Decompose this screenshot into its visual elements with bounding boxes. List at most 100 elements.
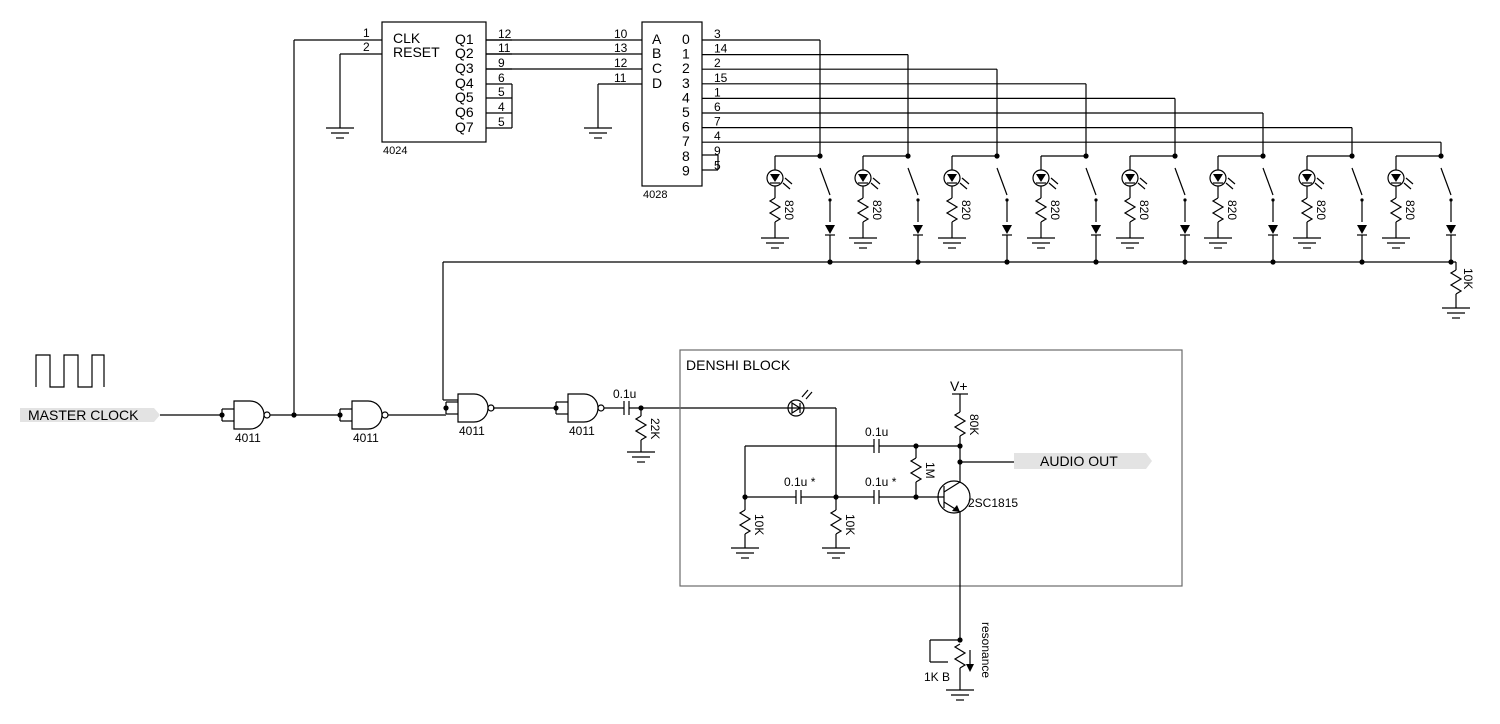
decoder-output-label: 6: [682, 119, 690, 135]
led-icon: [766, 169, 793, 190]
counter-reset-label: RESET: [393, 44, 440, 60]
led-resistor: [945, 197, 959, 223]
counter-output-label: Q3: [455, 60, 474, 76]
decoder-input-label: A: [652, 31, 662, 47]
ground-icon: [761, 237, 789, 249]
step-switch-icon: [1085, 167, 1098, 222]
nand-gate-icon: 4011: [337, 400, 389, 445]
ground-icon: [1382, 237, 1410, 249]
decoder-output-label: 0: [682, 31, 690, 47]
master-clock-label: MASTER CLOCK: [28, 407, 139, 423]
step-switch-icon: [1351, 167, 1364, 222]
led-icon: [854, 169, 881, 190]
nand-gate-icon: 4011: [443, 393, 495, 438]
ground-icon: [849, 237, 877, 249]
decoder-output-pin: 2: [714, 56, 721, 70]
counter-output-label: Q4: [455, 75, 474, 91]
ground-icon: [326, 127, 354, 139]
led-icon: [943, 169, 970, 190]
decoder-output-pin: 15: [714, 71, 728, 85]
decoder-output-pin: 3: [714, 27, 721, 41]
ground-icon: [1027, 237, 1055, 249]
counter-part: 4024: [383, 145, 407, 157]
ground-icon: [822, 547, 850, 559]
diode-icon: [1446, 225, 1456, 236]
led-icon: [787, 389, 813, 417]
transistor-icon: [937, 480, 971, 514]
diode-icon: [913, 225, 923, 236]
diode-icon: [1268, 225, 1278, 236]
step-switch-icon: [1440, 167, 1453, 222]
transistor-label: 2SC1815: [968, 496, 1018, 510]
counter-output-label: Q1: [455, 31, 474, 47]
counter-output-pin: 4: [498, 100, 505, 114]
resonance-pot: 1K B resonance: [924, 622, 993, 701]
led-icon: [1387, 169, 1414, 190]
step-channel: 820: [702, 97, 1190, 265]
decoder-input-pin: 11: [614, 71, 627, 85]
step-channel: 820: [702, 126, 1367, 265]
feedback-resistor-label: 1M: [923, 462, 937, 479]
diode-icon: [1091, 225, 1101, 236]
led-icon: [1032, 169, 1059, 190]
counter-output-pin: 5: [498, 85, 505, 99]
counter-output-label: Q7: [455, 119, 474, 135]
audio-out-label: AUDIO OUT: [1040, 453, 1118, 469]
denshi-block: DENSHI BLOCK V+ 80K AUDIO OUT 0.1u: [679, 349, 1183, 640]
counter-output-label: Q2: [455, 45, 474, 61]
counter-output-pin: 5: [498, 115, 505, 129]
mid-resistor-label: 10K: [843, 514, 857, 535]
decoder-output-label: 9: [682, 162, 690, 178]
step-switch-icon: [1174, 167, 1187, 222]
led-resistor: [768, 197, 782, 223]
nand-gate-icon: 4011: [219, 400, 271, 445]
decoder-output-pin: 1: [714, 85, 721, 99]
led-resistor-label: 820: [782, 200, 796, 220]
led-resistor: [1211, 197, 1225, 223]
coupling-resistor-label: 22K: [648, 418, 662, 439]
led-resistor-label: 820: [1314, 200, 1328, 220]
decoder-part: 4028: [643, 189, 667, 201]
step-switch-icon: [996, 167, 1009, 222]
left-resistor-label: 10K: [752, 514, 766, 535]
decoder-input-pin: 10: [614, 27, 628, 41]
ground-icon: [1116, 237, 1144, 249]
nand-gate-icon: 4011: [553, 393, 605, 438]
pulldown-resistor: 10K: [1442, 262, 1475, 319]
resonance-label: resonance: [979, 622, 993, 678]
counter-output-pin: 6: [498, 71, 505, 85]
led-resistor-label: 820: [1137, 200, 1151, 220]
pulldown-label: 10K: [1461, 268, 1475, 289]
supply-label: V+: [950, 378, 968, 394]
led-icon: [1121, 169, 1148, 190]
collector-resistor: [953, 411, 967, 437]
diode-icon: [825, 225, 835, 236]
collector-resistor-label: 80K: [967, 414, 981, 435]
decoder-output-label: 5: [682, 104, 690, 120]
led-resistor: [856, 197, 870, 223]
decoder-output-label: 4: [682, 89, 690, 105]
gate-part-label: 4011: [459, 424, 485, 438]
gate-part-label: 4011: [235, 431, 261, 445]
led-resistor-label: 820: [1403, 200, 1417, 220]
decoder-output-label: 1: [682, 46, 690, 62]
step-channel: 820: [702, 83, 1101, 265]
left-resistor: [738, 509, 752, 535]
decoder-output-label: 3: [682, 75, 690, 91]
led-resistor-label: 820: [959, 200, 973, 220]
led-resistor: [1034, 197, 1048, 223]
diode-icon: [1357, 225, 1367, 236]
led-resistor: [1389, 197, 1403, 223]
step-channel: 820: [702, 53, 923, 265]
master-clock-connector: MASTER CLOCK: [20, 407, 160, 423]
feedback-resistor: [909, 457, 923, 483]
counter-output-label: Q6: [455, 104, 474, 120]
audio-out-connector: AUDIO OUT: [1014, 453, 1152, 469]
decoder-input-pin: 12: [614, 56, 628, 70]
step-switch-icon: [819, 167, 832, 222]
counter-output-pin: 12: [498, 27, 512, 41]
